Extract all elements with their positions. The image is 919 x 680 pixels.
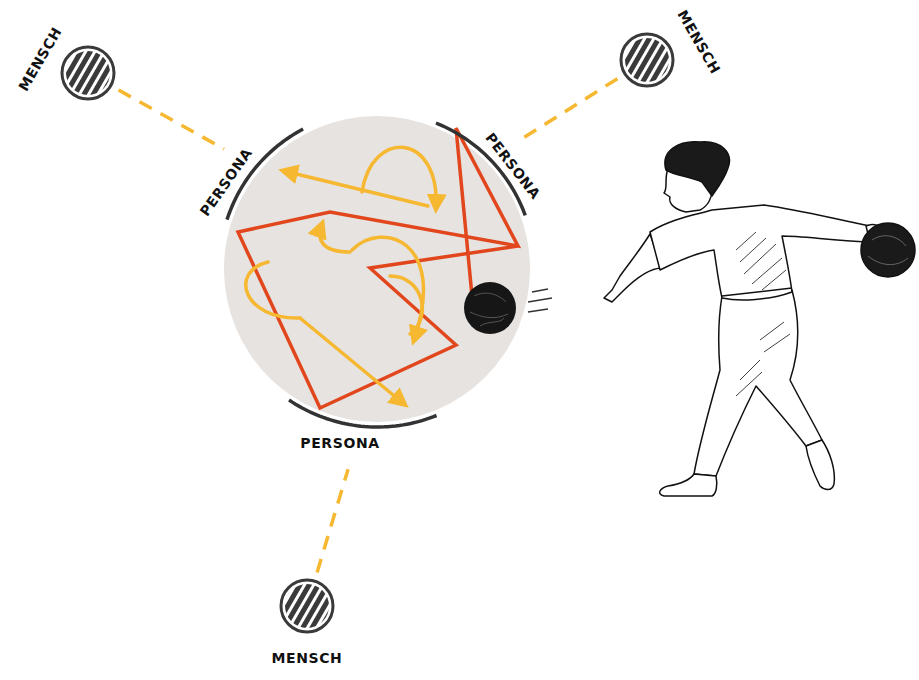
ball-hatching bbox=[868, 236, 908, 265]
dashed-connector bbox=[518, 79, 617, 142]
belt-line bbox=[722, 288, 792, 296]
straight-arrow bbox=[300, 318, 404, 404]
persona-band: PERSONA bbox=[432, 119, 529, 219]
mensch-label: MENSCH bbox=[674, 7, 723, 76]
curved-arrow bbox=[352, 237, 423, 340]
persona-arc-stroke bbox=[289, 400, 437, 427]
chaos-zigzag bbox=[238, 128, 518, 408]
ball bbox=[464, 282, 516, 334]
bowler-shoe bbox=[806, 440, 834, 490]
thrown-ball bbox=[464, 282, 552, 334]
mensch-stripes bbox=[625, 38, 669, 82]
curved-arrow bbox=[320, 224, 350, 252]
inner-world-circle bbox=[224, 116, 530, 422]
straight-arrow bbox=[284, 171, 428, 206]
persona-arc bbox=[285, 396, 441, 431]
mensch-circle: MENSCH bbox=[60, 45, 116, 101]
node-outline bbox=[60, 45, 116, 101]
motion-lines bbox=[528, 289, 552, 312]
held-ball bbox=[861, 223, 915, 277]
bowler-shirt bbox=[650, 205, 870, 300]
node-outline bbox=[619, 32, 675, 88]
persona-band: PERSONA bbox=[223, 125, 307, 224]
dashed-connector bbox=[317, 469, 348, 572]
bowler-trousers bbox=[694, 290, 822, 476]
bowler-shoe bbox=[660, 474, 717, 496]
persona-band: PERSONA bbox=[285, 396, 441, 431]
inner-arrows bbox=[246, 147, 436, 404]
dashed-connector bbox=[119, 90, 224, 149]
curved-stroke bbox=[390, 276, 422, 334]
mensch-circle: MENSCH bbox=[279, 578, 335, 634]
mensch-ring bbox=[62, 47, 114, 99]
mensch-stripes bbox=[285, 584, 329, 628]
mensch-ring bbox=[281, 580, 333, 632]
curved-stroke bbox=[246, 262, 300, 318]
ball-hatching bbox=[470, 293, 508, 326]
connector-group bbox=[119, 79, 618, 573]
mensch-label: MENSCH bbox=[272, 650, 343, 666]
mensch-label: MENSCH bbox=[15, 24, 64, 93]
shading-hatch bbox=[736, 232, 790, 396]
node-outline bbox=[279, 578, 335, 634]
persona-label: PERSONA bbox=[300, 435, 379, 451]
bowler-hair bbox=[665, 142, 729, 196]
bowler-figure bbox=[604, 142, 915, 496]
mensch-stripes bbox=[66, 51, 110, 95]
mensch-circle: MENSCH bbox=[619, 32, 675, 88]
mensch-ring bbox=[621, 34, 673, 86]
